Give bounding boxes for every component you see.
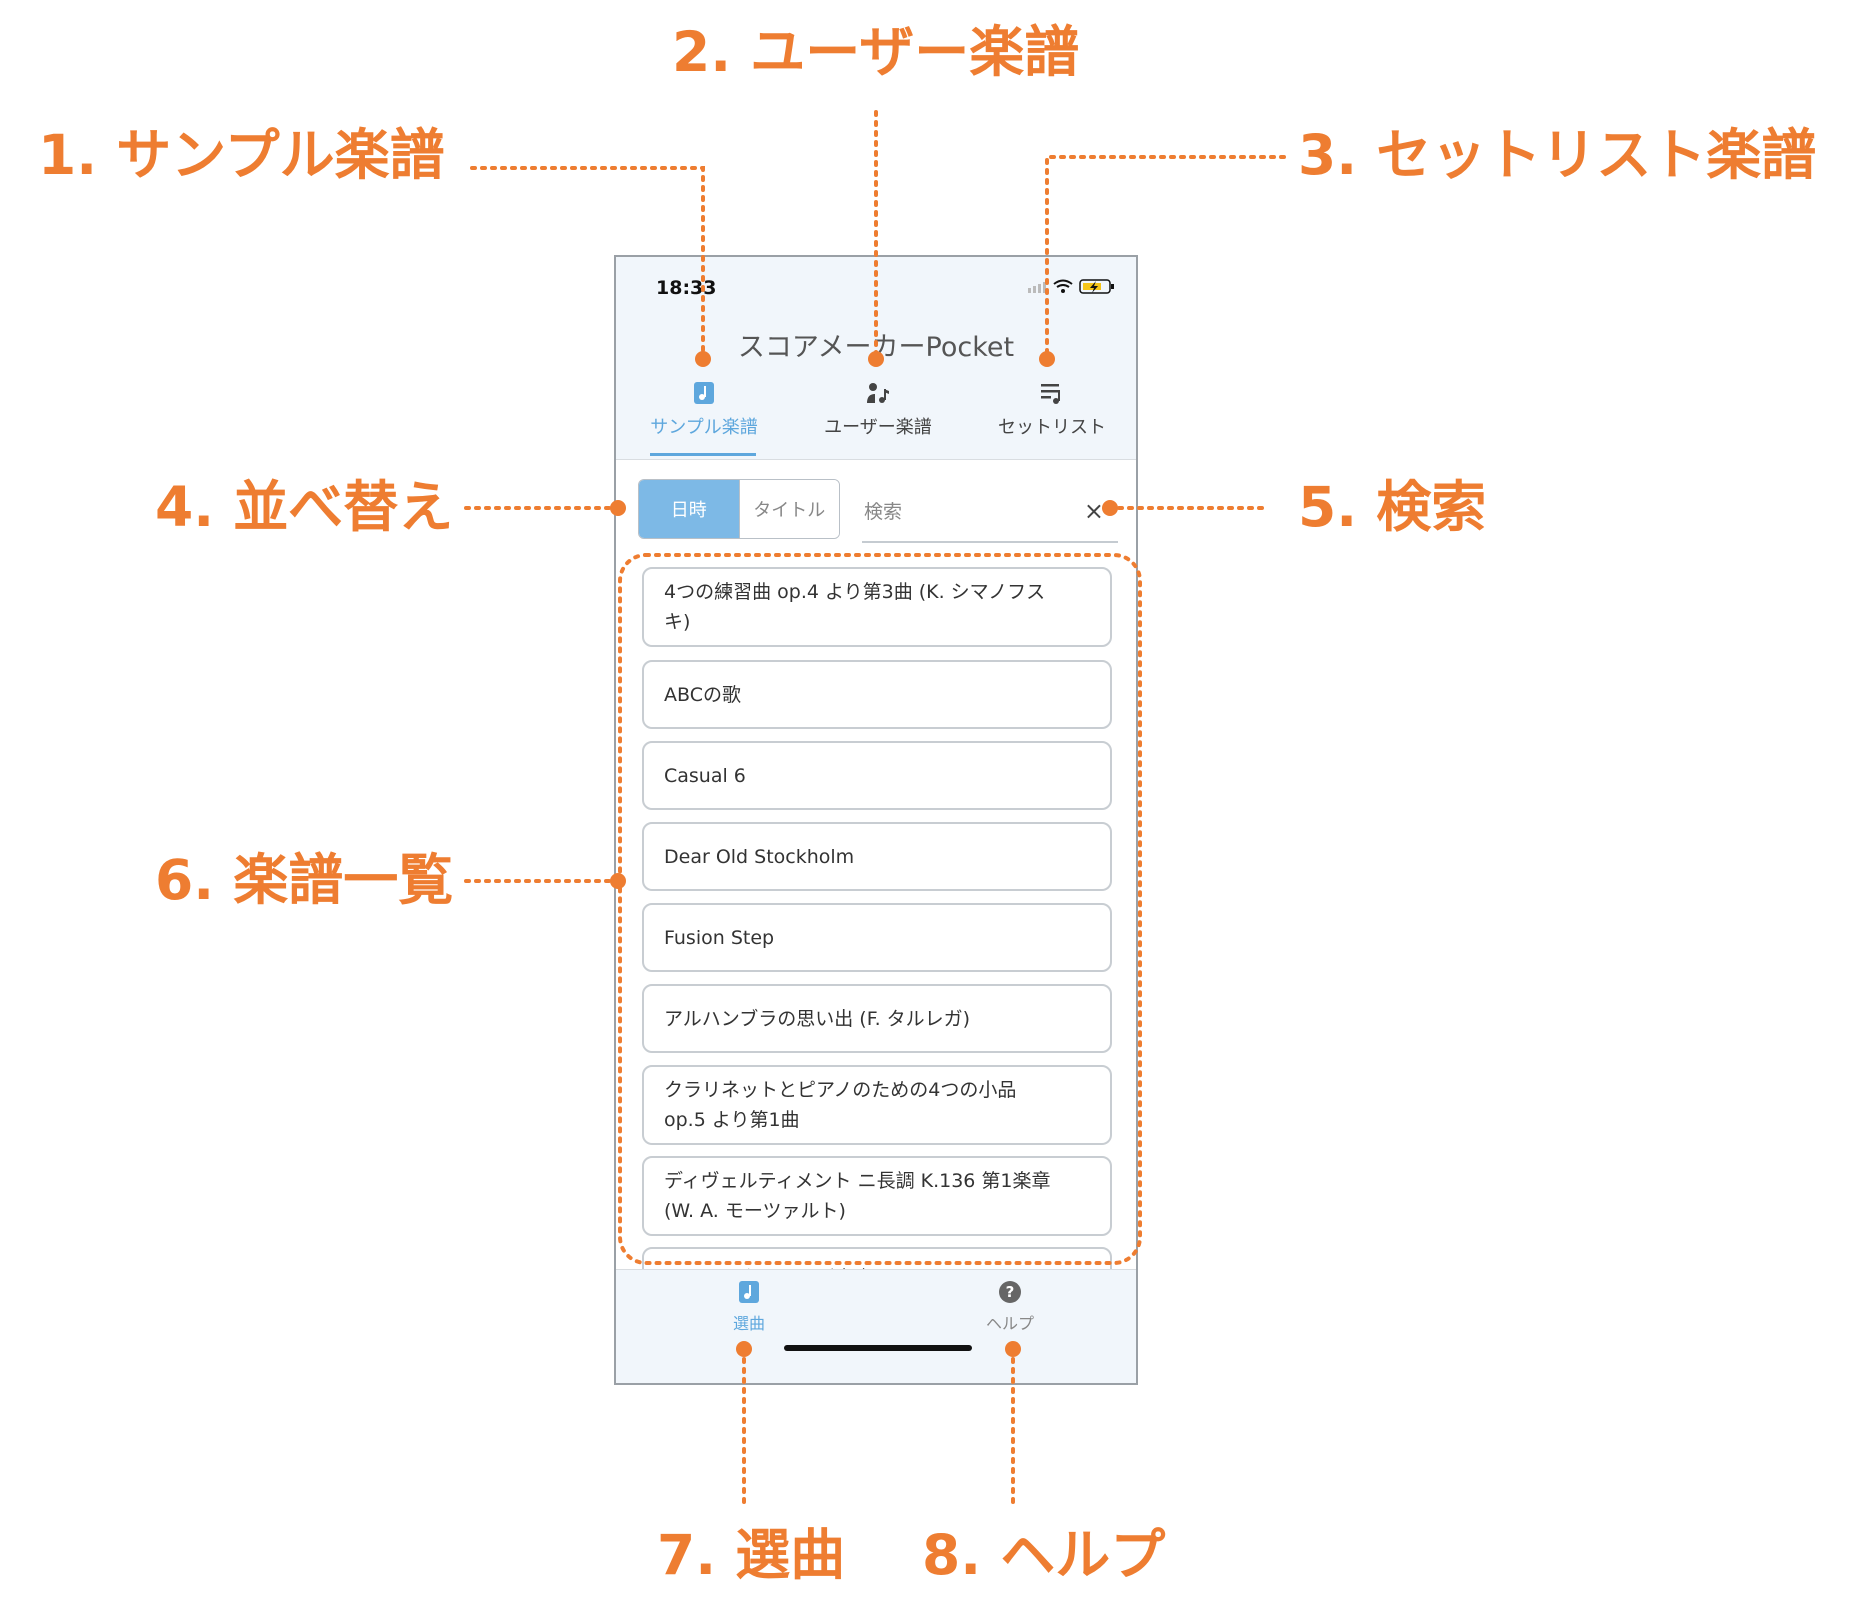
search-input[interactable]: 検索 × — [862, 479, 1118, 543]
score-list-item[interactable]: 4つの練習曲 op.4 より第3曲 (K. シマノフスキ) — [642, 567, 1112, 647]
tab-sample-scores[interactable]: サンプル楽譜 — [624, 381, 784, 439]
score-list-item[interactable]: ABCの歌 — [642, 660, 1112, 729]
wifi-icon — [1053, 279, 1073, 288]
score-list-item[interactable]: アルハンブラの思い出 (F. タルレガ) — [642, 984, 1112, 1053]
sort-by-title-button[interactable]: タイトル — [738, 480, 839, 538]
help-icon: ? — [998, 1281, 1022, 1308]
callout-select-song: 7. 選曲 — [657, 1523, 846, 1587]
sort-segmented-control: 日時 タイトル — [638, 479, 840, 539]
tab-user-scores[interactable]: ユーザー楽譜 — [798, 381, 958, 439]
callout-sample-scores: 1. サンプル楽譜 — [38, 123, 445, 187]
svg-text:?: ? — [1006, 1283, 1015, 1301]
search-placeholder: 検索 — [864, 501, 903, 523]
score-title: ABCの歌 — [664, 683, 741, 706]
score-list-item[interactable]: Casual 6 — [642, 741, 1112, 810]
callout-sort: 4. 並べ替え — [155, 475, 454, 539]
status-icons — [1028, 277, 1118, 299]
signal-icon — [1028, 282, 1046, 293]
status-time: 18:33 — [656, 277, 717, 299]
music-note-icon — [738, 1281, 760, 1308]
sort-by-date-button[interactable]: 日時 — [639, 480, 739, 538]
tab-setlist[interactable]: セットリスト — [972, 381, 1132, 439]
battery-icon — [1079, 279, 1114, 294]
score-title: アルハンブラの思い出 (F. タルレガ) — [664, 1007, 971, 1030]
tab-label: ユーザー楽譜 — [824, 417, 932, 438]
score-title: Fusion Step — [664, 926, 775, 949]
close-icon[interactable]: × — [1083, 497, 1104, 525]
user-music-icon — [798, 381, 958, 409]
tab-label: ヘルプ — [985, 1314, 1034, 1333]
score-title: ディヴェルティメント ニ長調 K.136 第1楽章(W. A. モーツァルト) — [664, 1170, 1051, 1222]
active-tab-indicator — [650, 453, 756, 456]
tab-help[interactable]: ? ヘルプ — [960, 1280, 1060, 1334]
score-list-item[interactable]: Fusion Step — [642, 903, 1112, 972]
callout-user-scores: 2. ユーザー楽譜 — [672, 20, 1080, 84]
tab-label: サンプル楽譜 — [650, 417, 758, 438]
score-title: Dear Old Stockholm — [664, 845, 855, 868]
bottom-tab-bar: 選曲 ? ヘルプ — [616, 1269, 1136, 1383]
playlist-icon — [972, 381, 1132, 409]
score-list-item[interactable]: Dear Old Stockholm — [642, 822, 1112, 891]
callout-setlist-scores: 3. セットリスト楽譜 — [1298, 123, 1817, 187]
score-title: 4つの練習曲 op.4 より第3曲 (K. シマノフスキ) — [664, 581, 1046, 633]
score-list-item[interactable]: ディヴェルティメント ニ長調 K.136 第1楽章(W. A. モーツァルト) — [642, 1156, 1112, 1236]
tab-label: 選曲 — [732, 1314, 765, 1333]
tab-select-song[interactable]: 選曲 — [699, 1280, 799, 1334]
callout-search: 5. 検索 — [1298, 475, 1487, 539]
tab-label: セットリスト — [998, 417, 1106, 438]
home-indicator — [784, 1345, 972, 1351]
phone-screen: 18:33 スコアメーカーPocket — [614, 255, 1138, 1385]
callout-score-list: 6. 楽譜一覧 — [155, 848, 454, 912]
music-note-icon — [624, 381, 784, 409]
callout-help: 8. ヘルプ — [922, 1523, 1166, 1587]
score-title: Casual 6 — [664, 764, 746, 787]
